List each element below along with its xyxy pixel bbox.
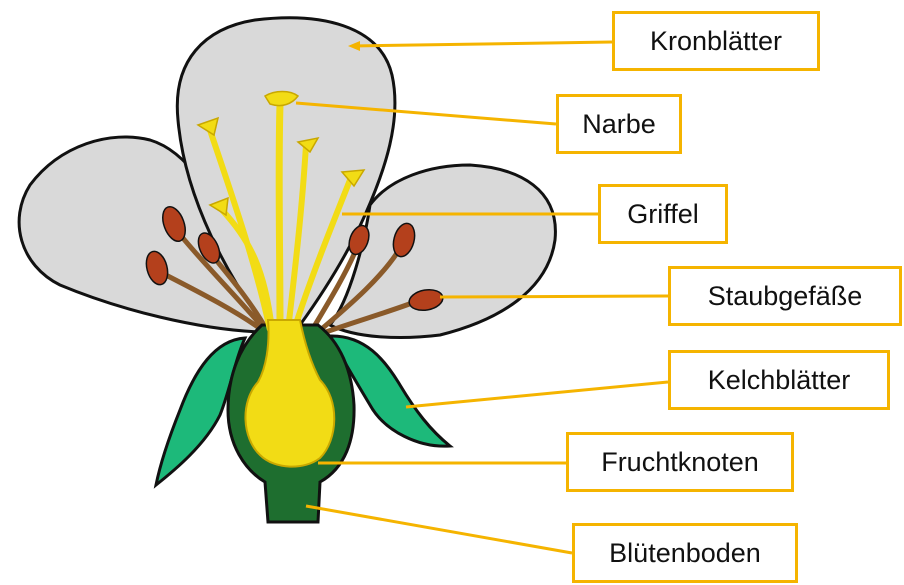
label-fruchtknoten: Fruchtknoten: [566, 432, 794, 492]
label-griffel: Griffel: [598, 184, 728, 244]
leader-line-staubgefaesse: [440, 296, 668, 297]
leader-line-bluetenboden: [306, 506, 572, 553]
style: [279, 105, 280, 330]
leader-line-kelchblaetter: [406, 382, 668, 407]
petals: [19, 18, 555, 338]
label-narbe: Narbe: [556, 94, 682, 154]
label-bluetenboden: Blütenboden: [572, 523, 798, 583]
label-kronblaetter: Kronblätter: [612, 11, 820, 71]
label-kelchblaetter: Kelchblätter: [668, 350, 890, 410]
leader-line-kronblaetter: [352, 42, 612, 46]
label-staubgefaesse: Staubgefäße: [668, 266, 902, 326]
